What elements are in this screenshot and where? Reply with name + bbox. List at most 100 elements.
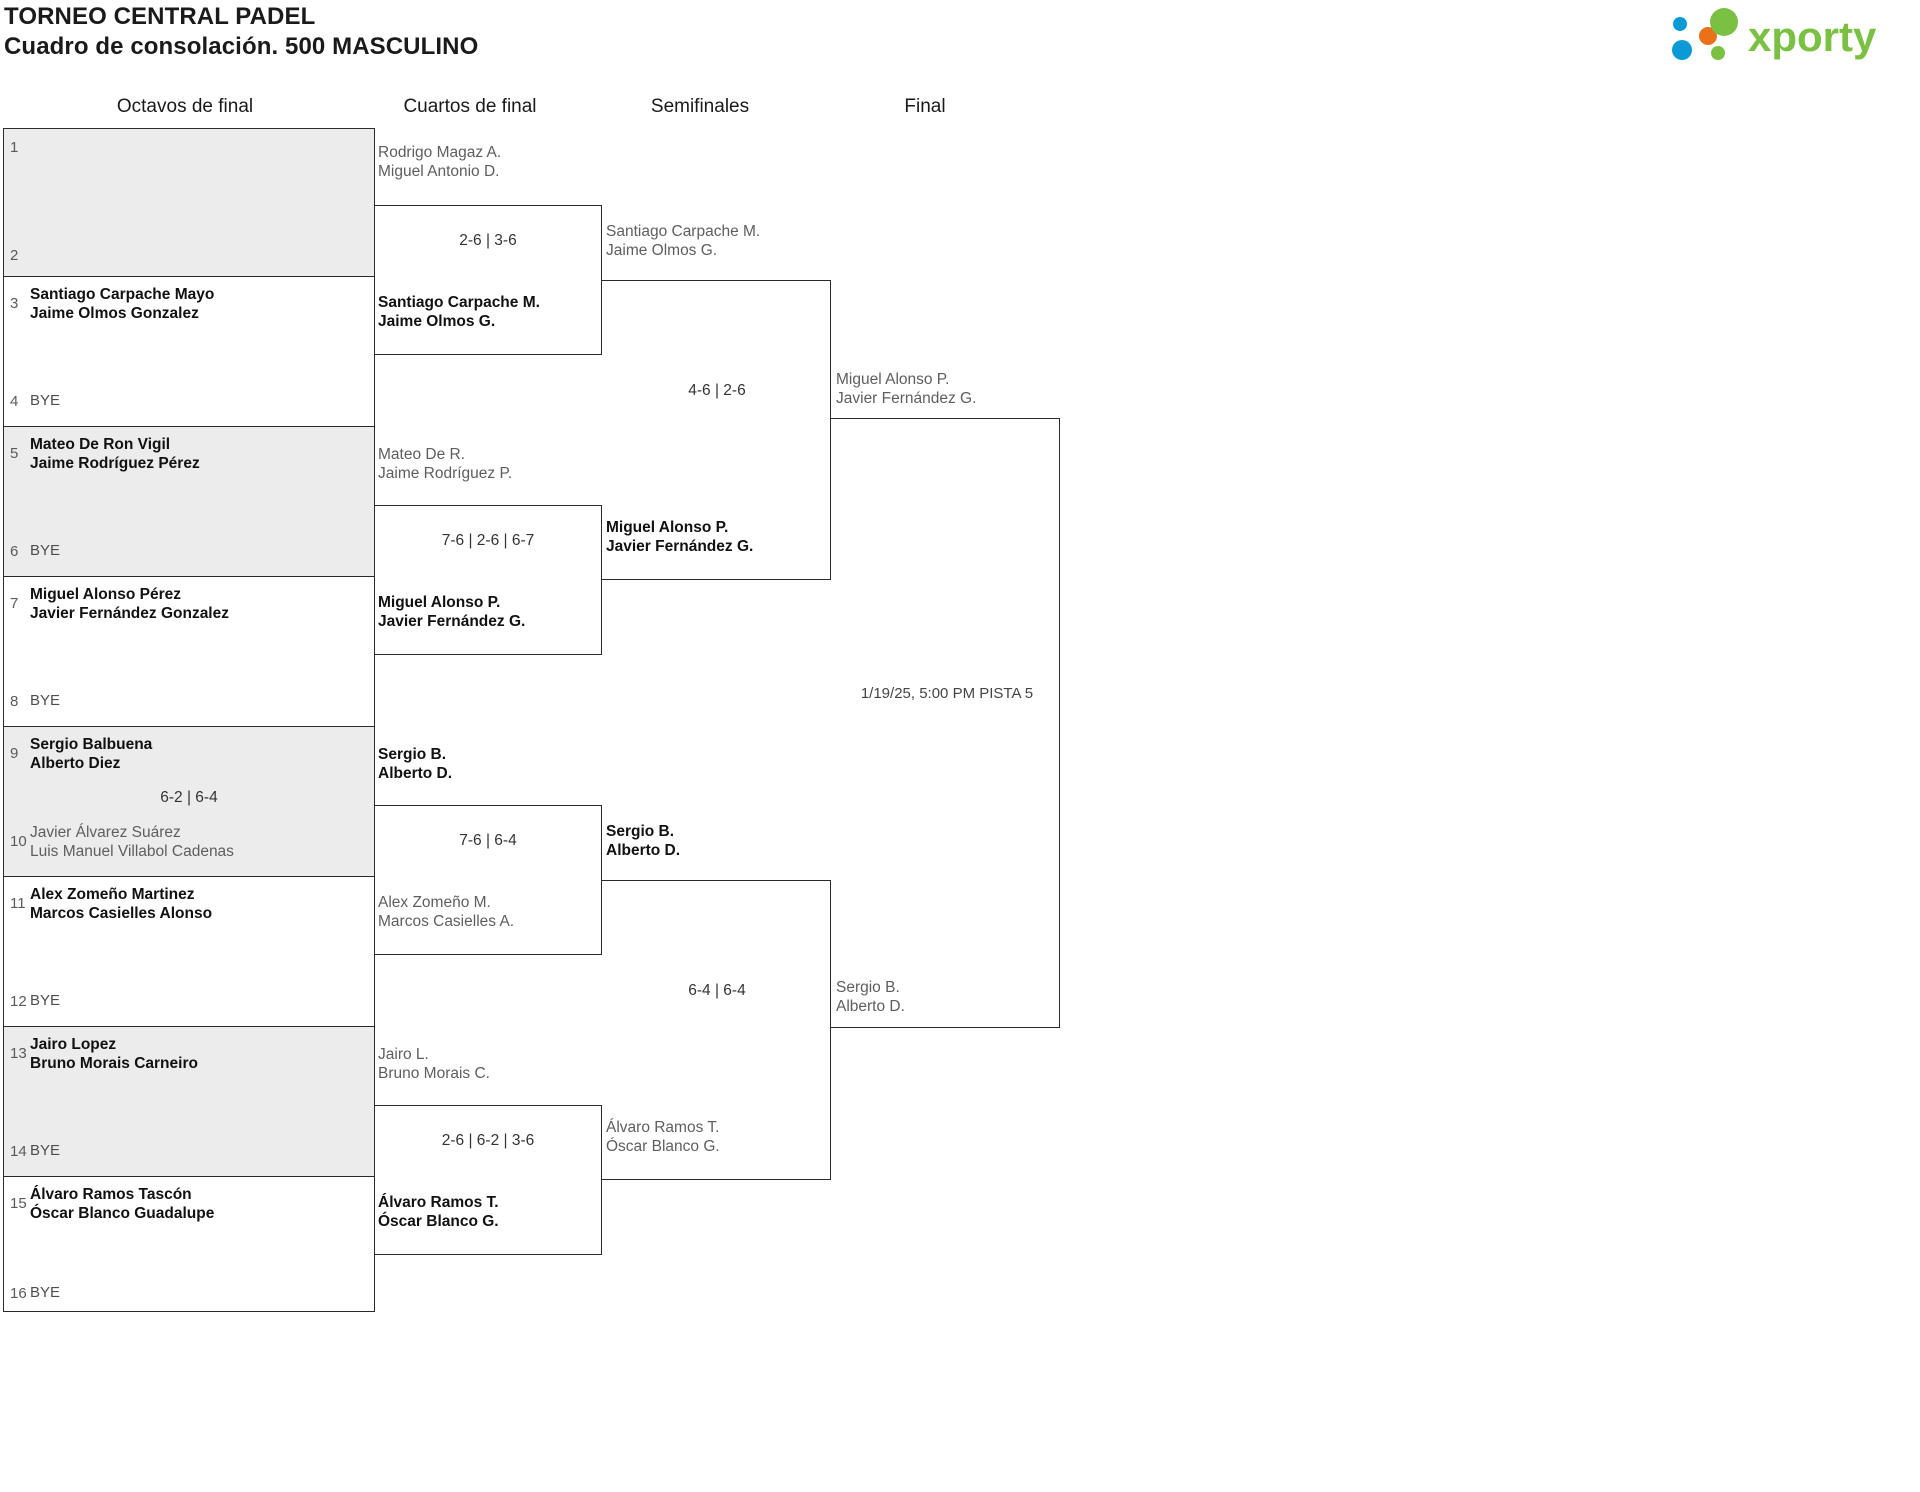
seed-number: 9	[10, 745, 19, 762]
team-player-2: Bruno Morais Carneiro	[30, 1055, 198, 1072]
seed-number: 6	[10, 543, 19, 560]
round-heading-cuartos: Cuartos de final	[403, 96, 537, 117]
qf2-score: 7-6 | 2-6 | 6-7	[441, 532, 535, 549]
seed-number: 4	[10, 393, 19, 410]
team-player-1: Álvaro Ramos T.	[606, 1119, 720, 1136]
r1-match-1[interactable]: 1 2	[4, 129, 374, 277]
team-player-2: Jaime Olmos G.	[606, 242, 718, 259]
bye-label: BYE	[30, 692, 61, 709]
team-player-1: Santiago Carpache M.	[378, 294, 540, 311]
team-player-2: Javier Fernández G.	[606, 538, 754, 555]
bracket-subtitle: Cuadro de consolación. 500 MASCULINO	[4, 33, 479, 60]
team-player-2: Alberto Diez	[30, 755, 121, 772]
team-player-2: Alberto D.	[378, 765, 453, 782]
connector-qf2	[374, 505, 602, 655]
team-player-1: Santiago Carpache M.	[606, 223, 761, 240]
team-player-2: Javier Fernández G.	[378, 613, 526, 630]
team-player-1: Miguel Alonso P.	[836, 371, 950, 388]
seed-number: 11	[10, 895, 26, 912]
qf3-team-top: Sergio B. Alberto D.	[378, 745, 452, 783]
qf4-team-top: Jairo L. Bruno Morais C.	[378, 1045, 490, 1083]
bye-label: BYE	[30, 1142, 61, 1159]
team-player-1: Jairo Lopez	[30, 1036, 117, 1053]
r1-team-names: Javier Álvarez Suárez Luis Manuel Villab…	[30, 823, 368, 861]
bye-label: BYE	[30, 542, 61, 559]
seed-number: 7	[10, 595, 19, 612]
qf4-score: 2-6 | 6-2 | 3-6	[441, 1132, 535, 1149]
team-player-1: Miguel Alonso P.	[378, 594, 501, 611]
logo-wordmark: xporty	[1748, 13, 1877, 60]
r1-team-names: Álvaro Ramos Tascón Óscar Blanco Guadalu…	[30, 1185, 368, 1223]
qf2-team-top: Mateo De R. Jaime Rodríguez P.	[378, 445, 512, 483]
team-player-1: Rodrigo Magaz A.	[378, 144, 502, 161]
seed-number: 16	[10, 1285, 27, 1302]
round-heading-semifinales: Semifinales	[650, 96, 750, 117]
seed-number: 1	[10, 139, 19, 156]
team-player-1: Santiago Carpache Mayo	[30, 286, 215, 303]
round-octavos-container: 1 2 3 Santiago Carpache Mayo Jaime Olmos…	[3, 128, 375, 1312]
team-player-2: Óscar Blanco Guadalupe	[30, 1205, 215, 1222]
seed-number: 13	[10, 1045, 27, 1062]
seed-number: 5	[10, 445, 19, 462]
team-player-2: Jaime Olmos G.	[378, 313, 496, 330]
team-player-1: Miguel Alonso P.	[606, 519, 729, 536]
team-player-1: Jairo L.	[378, 1046, 429, 1063]
seed-number: 15	[10, 1195, 27, 1212]
connector-final	[830, 418, 1060, 1028]
team-player-1: Álvaro Ramos T.	[378, 1194, 499, 1211]
team-player-2: Marcos Casielles A.	[378, 913, 515, 930]
team-player-2: Miguel Antonio D.	[378, 163, 500, 180]
final-match-meta: 1/19/25, 5:00 PM PISTA 5	[860, 685, 1034, 702]
xporty-logo: xporty	[1656, 6, 1906, 68]
team-player-1: Mateo De R.	[378, 446, 466, 463]
team-player-1: Sergio B.	[378, 746, 447, 763]
r1-team-names: Miguel Alonso Pérez Javier Fernández Gon…	[30, 585, 368, 623]
r1-match-8[interactable]: 15 Álvaro Ramos Tascón Óscar Blanco Guad…	[4, 1177, 374, 1311]
r1-match-2[interactable]: 3 Santiago Carpache Mayo Jaime Olmos Gon…	[4, 277, 374, 427]
page-header: TORNEO CENTRAL PADEL Cuadro de consolaci…	[0, 0, 1920, 70]
seed-number: 14	[10, 1143, 27, 1160]
r1-team-names: Alex Zomeño Martinez Marcos Casielles Al…	[30, 885, 368, 923]
title-block: TORNEO CENTRAL PADEL Cuadro de consolaci…	[4, 2, 478, 62]
final-team-top: Miguel Alonso P. Javier Fernández G.	[836, 370, 976, 408]
team-player-2: Óscar Blanco G.	[378, 1213, 499, 1230]
connector-sf1	[601, 280, 831, 580]
team-player-2: Bruno Morais C.	[378, 1065, 490, 1082]
team-player-2: Luis Manuel Villabol Cadenas	[30, 843, 234, 860]
r1-match-6[interactable]: 11 Alex Zomeño Martinez Marcos Casielles…	[4, 877, 374, 1027]
r1-team-names: Sergio Balbuena Alberto Diez	[30, 735, 368, 773]
seed-number: 8	[10, 693, 19, 710]
team-player-2: Jaime Rodríguez P.	[378, 465, 513, 482]
bye-label: BYE	[30, 992, 61, 1009]
qf3-team-bottom: Alex Zomeño M. Marcos Casielles A.	[378, 893, 514, 931]
team-player-1: Alex Zomeño M.	[378, 894, 491, 911]
logo-dots-icon	[1672, 8, 1738, 60]
connector-qf1	[374, 205, 602, 355]
qf4-team-bottom: Álvaro Ramos T. Óscar Blanco G.	[378, 1193, 499, 1231]
r1-match-5[interactable]: 9 Sergio Balbuena Alberto Diez 6-2 | 6-4…	[4, 727, 374, 877]
bye-label: BYE	[30, 392, 61, 409]
team-player-2: Alberto D.	[836, 998, 905, 1015]
team-player-2: Jaime Olmos Gonzalez	[30, 305, 199, 322]
team-player-2: Javier Fernández G.	[836, 390, 977, 407]
r1-match-4[interactable]: 7 Miguel Alonso Pérez Javier Fernández G…	[4, 577, 374, 727]
team-player-1: Alex Zomeño Martinez	[30, 886, 195, 903]
qf3-score: 7-6 | 6-4	[459, 832, 517, 849]
sf2-team-top: Sergio B. Alberto D.	[606, 822, 680, 860]
r1-team-names: Jairo Lopez Bruno Morais Carneiro	[30, 1035, 368, 1073]
qf1-team-top: Rodrigo Magaz A. Miguel Antonio D.	[378, 143, 501, 181]
team-player-1: Miguel Alonso Pérez	[30, 586, 182, 603]
r1-match-3[interactable]: 5 Mateo De Ron Vigil Jaime Rodríguez Pér…	[4, 427, 374, 577]
seed-number: 10	[10, 833, 27, 850]
seed-number: 2	[10, 247, 19, 264]
sf1-score: 4-6 | 2-6	[688, 382, 746, 399]
r1-match-7[interactable]: 13 Jairo Lopez Bruno Morais Carneiro 14 …	[4, 1027, 374, 1177]
r1-team-names: Mateo De Ron Vigil Jaime Rodríguez Pérez	[30, 435, 368, 473]
sf1-team-top: Santiago Carpache M. Jaime Olmos G.	[606, 222, 760, 260]
team-player-1: Álvaro Ramos Tascón	[30, 1186, 192, 1203]
connector-qf4	[374, 1105, 602, 1255]
team-player-2: Alberto D.	[606, 842, 681, 859]
qf1-score: 2-6 | 3-6	[459, 232, 517, 249]
team-player-2: Óscar Blanco G.	[606, 1138, 720, 1155]
round-heading-final: Final	[904, 96, 946, 117]
